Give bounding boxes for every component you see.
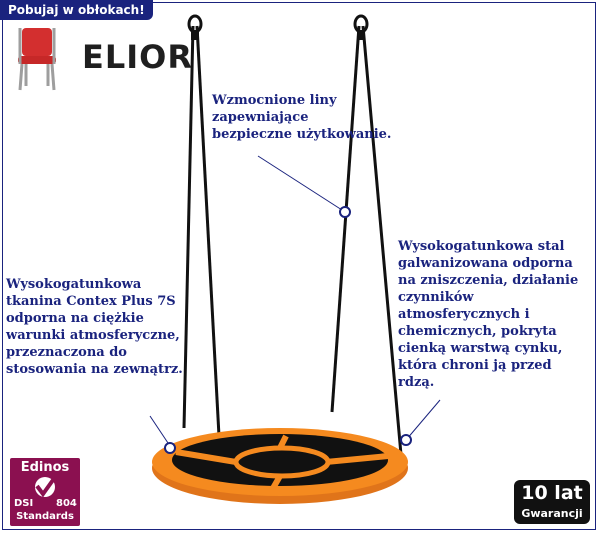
callout-lines xyxy=(149,155,441,447)
note-steel: Wysokogatunkowa stal galwanizowana odpor… xyxy=(398,239,579,390)
note-ropes: Wzmocnione liny zapewniające bezpieczne … xyxy=(212,93,392,142)
swing-seat xyxy=(152,428,408,504)
hook-left xyxy=(187,14,203,40)
certificate-title: Edinos xyxy=(20,460,70,475)
rope-left-outer xyxy=(182,25,195,429)
rope-left-inner xyxy=(195,25,224,493)
certificate-badge: Edinos DSI 804 Standards xyxy=(10,458,80,526)
promo-badge: Pobujaj w obłokach! xyxy=(0,0,153,20)
hook-right xyxy=(353,14,369,40)
warranty-label: Gwarancji xyxy=(521,507,583,520)
chair-icon xyxy=(18,28,56,91)
warranty-years: 10 lat xyxy=(521,482,583,504)
certificate-bottom: Standards xyxy=(16,511,74,522)
brand-logo: ELIOR xyxy=(8,24,192,94)
page-frame xyxy=(2,2,596,530)
note-fabric: Wysokogatunkowa tkanina Contex Plus 7S o… xyxy=(6,277,183,377)
warranty-badge: 10 lat Gwarancji xyxy=(514,480,590,524)
rope-right-outer xyxy=(361,25,404,467)
certificate-right: 804 xyxy=(56,498,77,509)
callout-markers xyxy=(164,206,412,454)
brand-name: ELIOR xyxy=(82,38,193,76)
rope-right-inner xyxy=(330,25,361,413)
certificate-left: DSI xyxy=(14,498,34,509)
check-shield-icon xyxy=(35,477,55,498)
swing-ropes xyxy=(182,25,404,493)
